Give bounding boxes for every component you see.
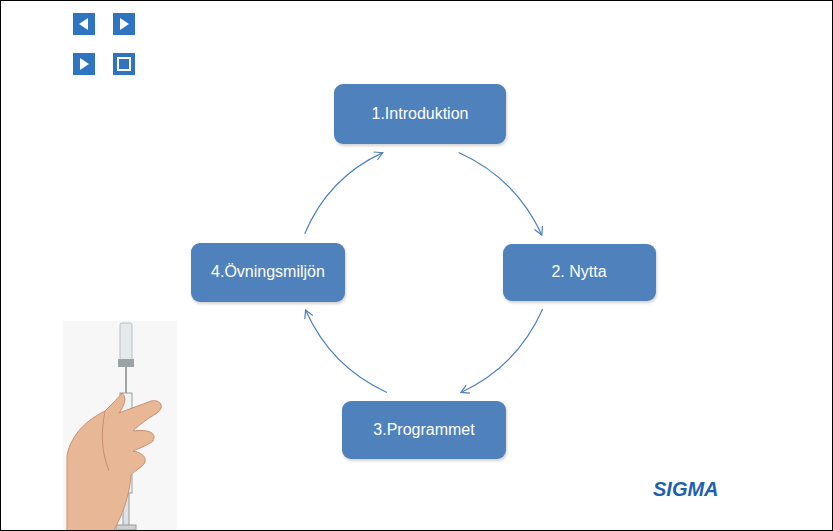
process-box: 4.Övningsmiljön bbox=[191, 243, 345, 302]
arrow-line bbox=[459, 152, 542, 235]
cycle-arrow bbox=[459, 152, 543, 235]
arrow-head bbox=[461, 385, 470, 393]
process-box: 3.Programmet bbox=[342, 401, 506, 459]
box-text: 2. Nytta bbox=[551, 263, 606, 281]
arrow-head bbox=[374, 152, 383, 160]
arrow-head bbox=[534, 226, 542, 235]
nav-icons bbox=[73, 13, 135, 75]
arrow-head bbox=[305, 310, 313, 319]
arrow-line bbox=[461, 309, 543, 392]
box-text: 1.Introduktion bbox=[372, 105, 469, 123]
logo-text: SIGMA bbox=[653, 478, 719, 501]
syringe-photo bbox=[63, 321, 177, 531]
cycle-arrow bbox=[305, 310, 387, 392]
box-text: 3.Programmet bbox=[373, 421, 474, 439]
process-box: 1.Introduktion bbox=[334, 84, 506, 144]
box-text: 4.Övningsmiljön bbox=[211, 263, 325, 281]
cycle-arrow bbox=[461, 309, 543, 393]
arrow-line bbox=[305, 153, 383, 234]
arrow-line bbox=[306, 310, 387, 392]
cycle-arrow bbox=[305, 152, 383, 234]
process-box: 2. Nytta bbox=[503, 244, 656, 301]
